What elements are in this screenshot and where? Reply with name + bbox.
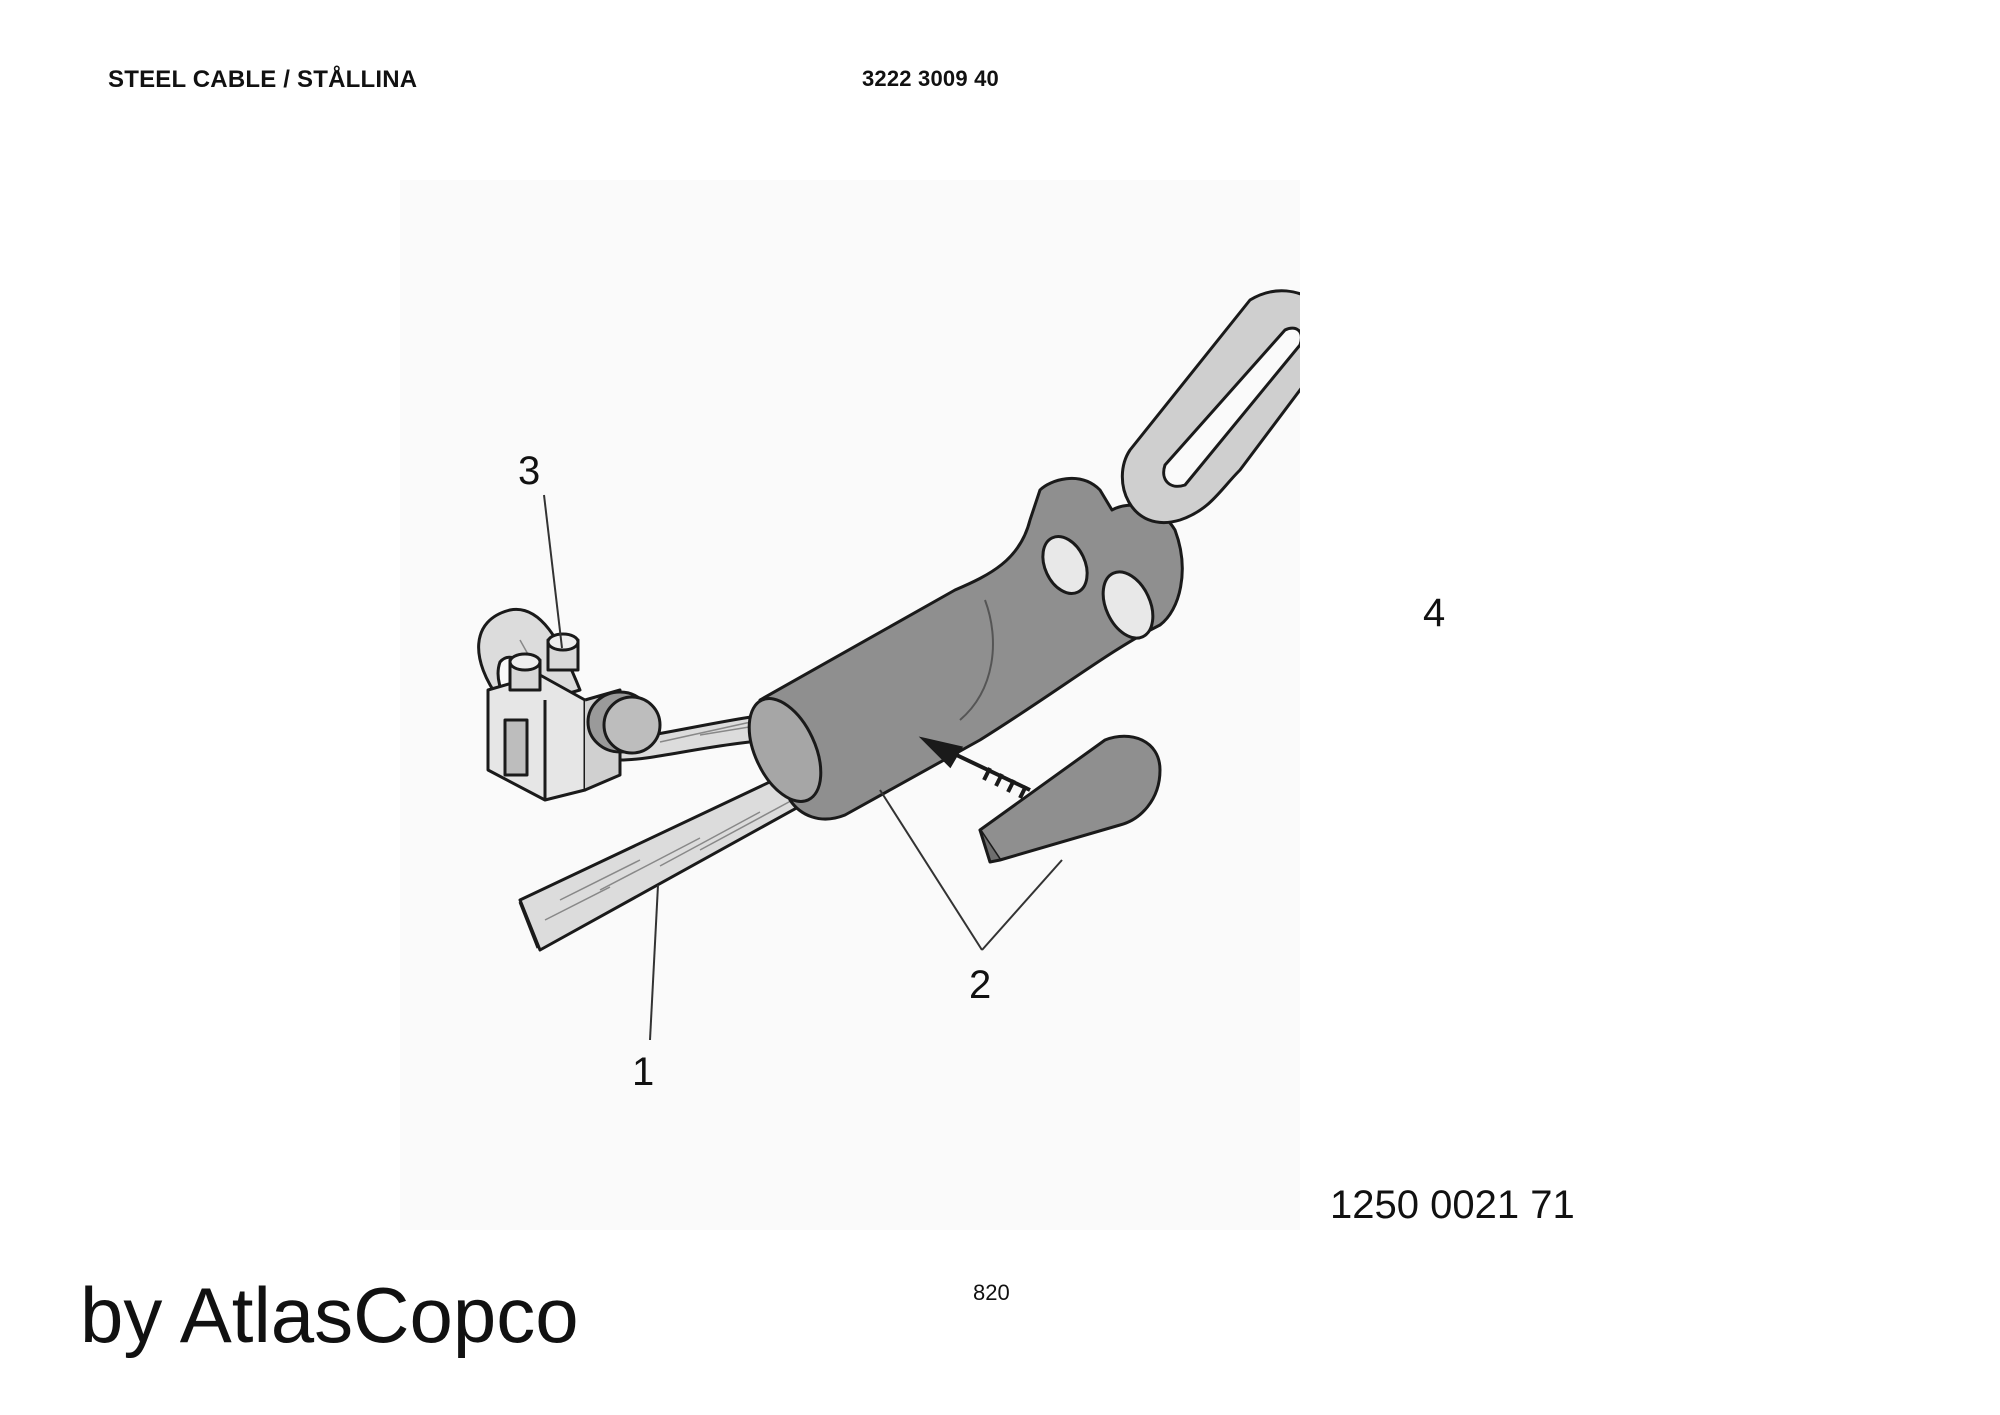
- leader-lines: [543, 494, 1063, 1041]
- clamp-nut-right: [546, 632, 580, 672]
- page-number: 820: [973, 1280, 1010, 1305]
- byline: by AtlasCopco: [80, 1271, 579, 1359]
- callout-1: 1: [632, 1050, 655, 1094]
- wedge: [978, 734, 1162, 864]
- insertion-arrow-icon: [918, 736, 1031, 799]
- drawing-reference-number: 1250 0021 71: [1330, 1183, 1575, 1227]
- wedge-socket: [747, 476, 1184, 821]
- part-number: 3222 3009 40: [862, 66, 999, 91]
- cable-strand-lines: [544, 795, 801, 921]
- callout-3: 3: [518, 449, 541, 493]
- callout-2: 2: [969, 963, 992, 1007]
- callout-4: 4: [1423, 591, 1446, 635]
- page-title: STEEL CABLE / STÅLLINA: [108, 66, 418, 93]
- exploded-parts-drawing: [400, 180, 1300, 1230]
- clamp-nut-left: [508, 652, 542, 692]
- cable-clamp: [486, 632, 662, 802]
- oval-ring: [1120, 289, 1300, 524]
